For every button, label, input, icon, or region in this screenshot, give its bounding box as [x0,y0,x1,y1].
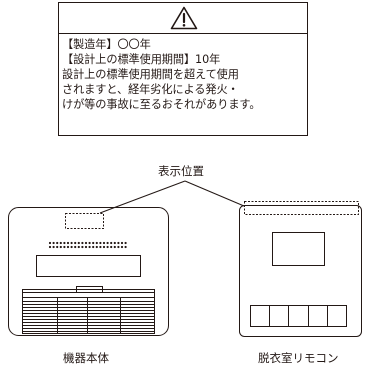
warning-text: 【製造年】〇〇年 【設計上の標準使用期間】10年 設計上の標準使用期間を超えて使… [59,34,307,112]
remote-display-screen [272,232,325,266]
display-position-label: 表示位置 [158,164,204,178]
speaker-dot [56,245,59,249]
warning-line-manufacture-year: 【製造年】〇〇年 [62,38,151,51]
speaker-dot [66,245,70,249]
warning-header [59,3,307,34]
speaker-dot [48,241,52,245]
speaker-dot [110,245,113,249]
speaker-dot [95,241,98,245]
remote-display-position-marker [244,201,359,215]
speaker-dot [99,241,102,245]
speaker-dot [120,245,124,249]
main-unit-outline [8,207,169,336]
speaker-dot [52,245,55,249]
remote-button-row [250,305,347,327]
speaker-dot [59,245,62,249]
warning-line-standard-period: 【設計上の標準使用期間】10年 [62,53,221,66]
speaker-dot [99,245,102,249]
speaker-dot [120,241,124,245]
main-unit-speaker-dots [48,241,127,249]
speaker-dot [95,245,98,249]
speaker-dot [48,245,52,249]
speaker-dot [63,241,66,245]
remote-label: 脱衣室リモコン [258,351,339,365]
warning-label-box: 【製造年】〇〇年 【設計上の標準使用期間】10年 設計上の標準使用期間を超えて使… [58,2,308,136]
speaker-dot [113,245,116,249]
speaker-dot [102,241,106,245]
speaker-dot [124,241,127,245]
speaker-dot [113,241,116,245]
warning-line-body-2: されますと、経年劣化による発火・ [62,83,239,96]
warning-triangle-icon [170,6,198,30]
speaker-dot [74,245,77,249]
speaker-dot [84,241,88,245]
speaker-dot [74,241,77,245]
main-unit-label: 機器本体 [63,351,109,365]
speaker-dot [70,241,73,245]
speaker-dot [56,241,59,245]
callout-line-main-unit [99,180,186,214]
main-unit-display-panel [36,255,141,277]
main-unit-display-position-marker [65,213,104,229]
speaker-dot [81,241,84,245]
speaker-dot [52,241,55,245]
speaker-dot [70,245,73,249]
main-unit-vent [22,289,155,334]
speaker-dot [59,241,62,245]
warning-line-body-3: けが等の事故に至るおそれがあります。 [62,98,261,111]
speaker-dot [77,241,80,245]
speaker-dot [117,241,120,245]
speaker-dot [81,245,84,249]
speaker-dot [77,245,80,249]
warning-line-body-1: 設計上の標準使用期間を超えて使用 [62,68,239,81]
speaker-dot [92,245,95,249]
speaker-dot [106,245,109,249]
speaker-dot [88,245,91,249]
speaker-dot [110,241,113,245]
remote-outline [239,205,362,337]
speaker-dot [84,245,88,249]
speaker-dot [66,241,70,245]
speaker-dot [117,245,120,249]
callout-line-remote [184,180,245,207]
speaker-dot [88,241,91,245]
speaker-dot [92,241,95,245]
speaker-dot [106,241,109,245]
speaker-dot [124,245,127,249]
speaker-dot [63,245,66,249]
speaker-dot [102,245,106,249]
